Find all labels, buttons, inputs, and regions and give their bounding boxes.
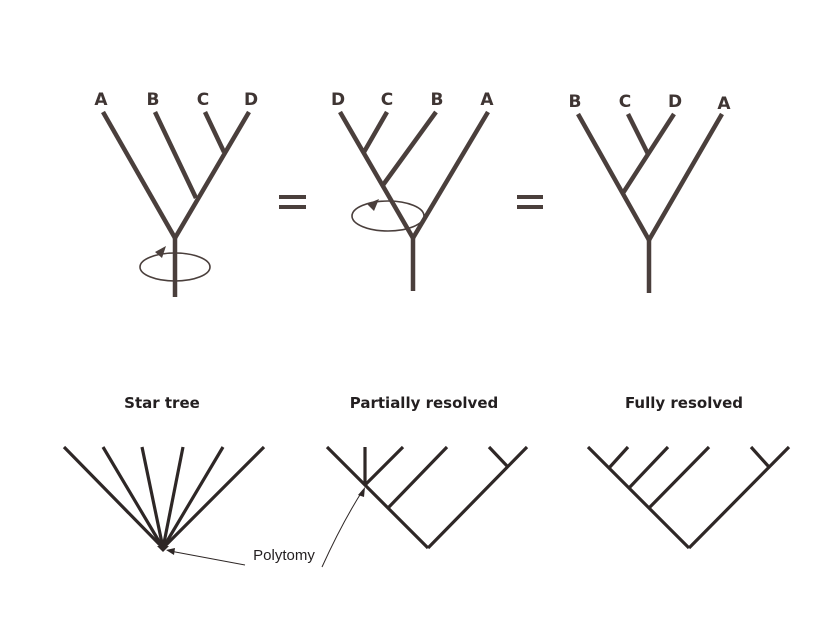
star-tree: Star tree: [62, 394, 266, 552]
equals-sign: [517, 195, 543, 209]
tip-label: C: [619, 92, 631, 112]
tip-label: D: [244, 90, 258, 110]
rotation-arrow-icon: [139, 246, 211, 282]
rotated-tree-2: D C B A: [331, 90, 494, 291]
tip-label: B: [147, 90, 160, 110]
tip-label: A: [94, 90, 108, 110]
tree-title: Partially resolved: [350, 394, 498, 412]
tip-label: A: [480, 90, 494, 110]
tip-label: D: [331, 90, 345, 110]
polytomy-label: Polytomy: [253, 547, 315, 564]
equals-sign: [279, 195, 306, 209]
tip-label: C: [197, 90, 209, 110]
tip-label: D: [668, 92, 682, 112]
fully-resolved-tree: Fully resolved: [586, 394, 791, 550]
rotation-arrow-icon: [351, 199, 425, 232]
polytomy-node: [157, 546, 169, 552]
rotated-tree-3: B C D A: [569, 92, 731, 293]
tip-label: B: [569, 92, 582, 112]
tip-label: A: [717, 94, 731, 114]
polytomy-annotation: Polytomy: [166, 487, 365, 568]
tip-label: C: [381, 90, 393, 110]
tree-title: Star tree: [124, 394, 200, 412]
partially-resolved-tree: Partially resolved: [325, 394, 529, 550]
rotated-tree-1: A B C D: [94, 90, 258, 297]
tree-title: Fully resolved: [625, 394, 743, 412]
tip-label: B: [431, 90, 444, 110]
